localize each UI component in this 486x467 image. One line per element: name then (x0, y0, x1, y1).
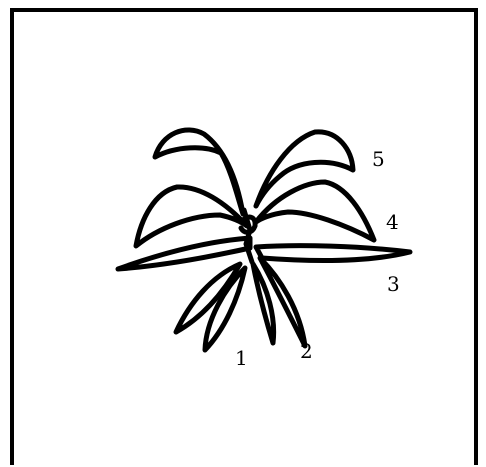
label-5: 5 (372, 147, 385, 171)
leaf-3-right (256, 246, 410, 261)
label-4: 4 (386, 210, 399, 234)
whorls-1-2 (176, 258, 305, 350)
whorl-4 (136, 182, 374, 246)
label-1: 1 (235, 346, 248, 370)
leaf-5-right (256, 132, 353, 206)
label-3: 3 (387, 272, 400, 296)
leaf-4-left (136, 187, 247, 246)
label-2: 2 (300, 339, 313, 363)
leaf-5-left (155, 130, 243, 214)
whorl-5 (155, 130, 353, 214)
leaf-2-outer (260, 258, 305, 346)
leaf-4-right (256, 182, 374, 240)
